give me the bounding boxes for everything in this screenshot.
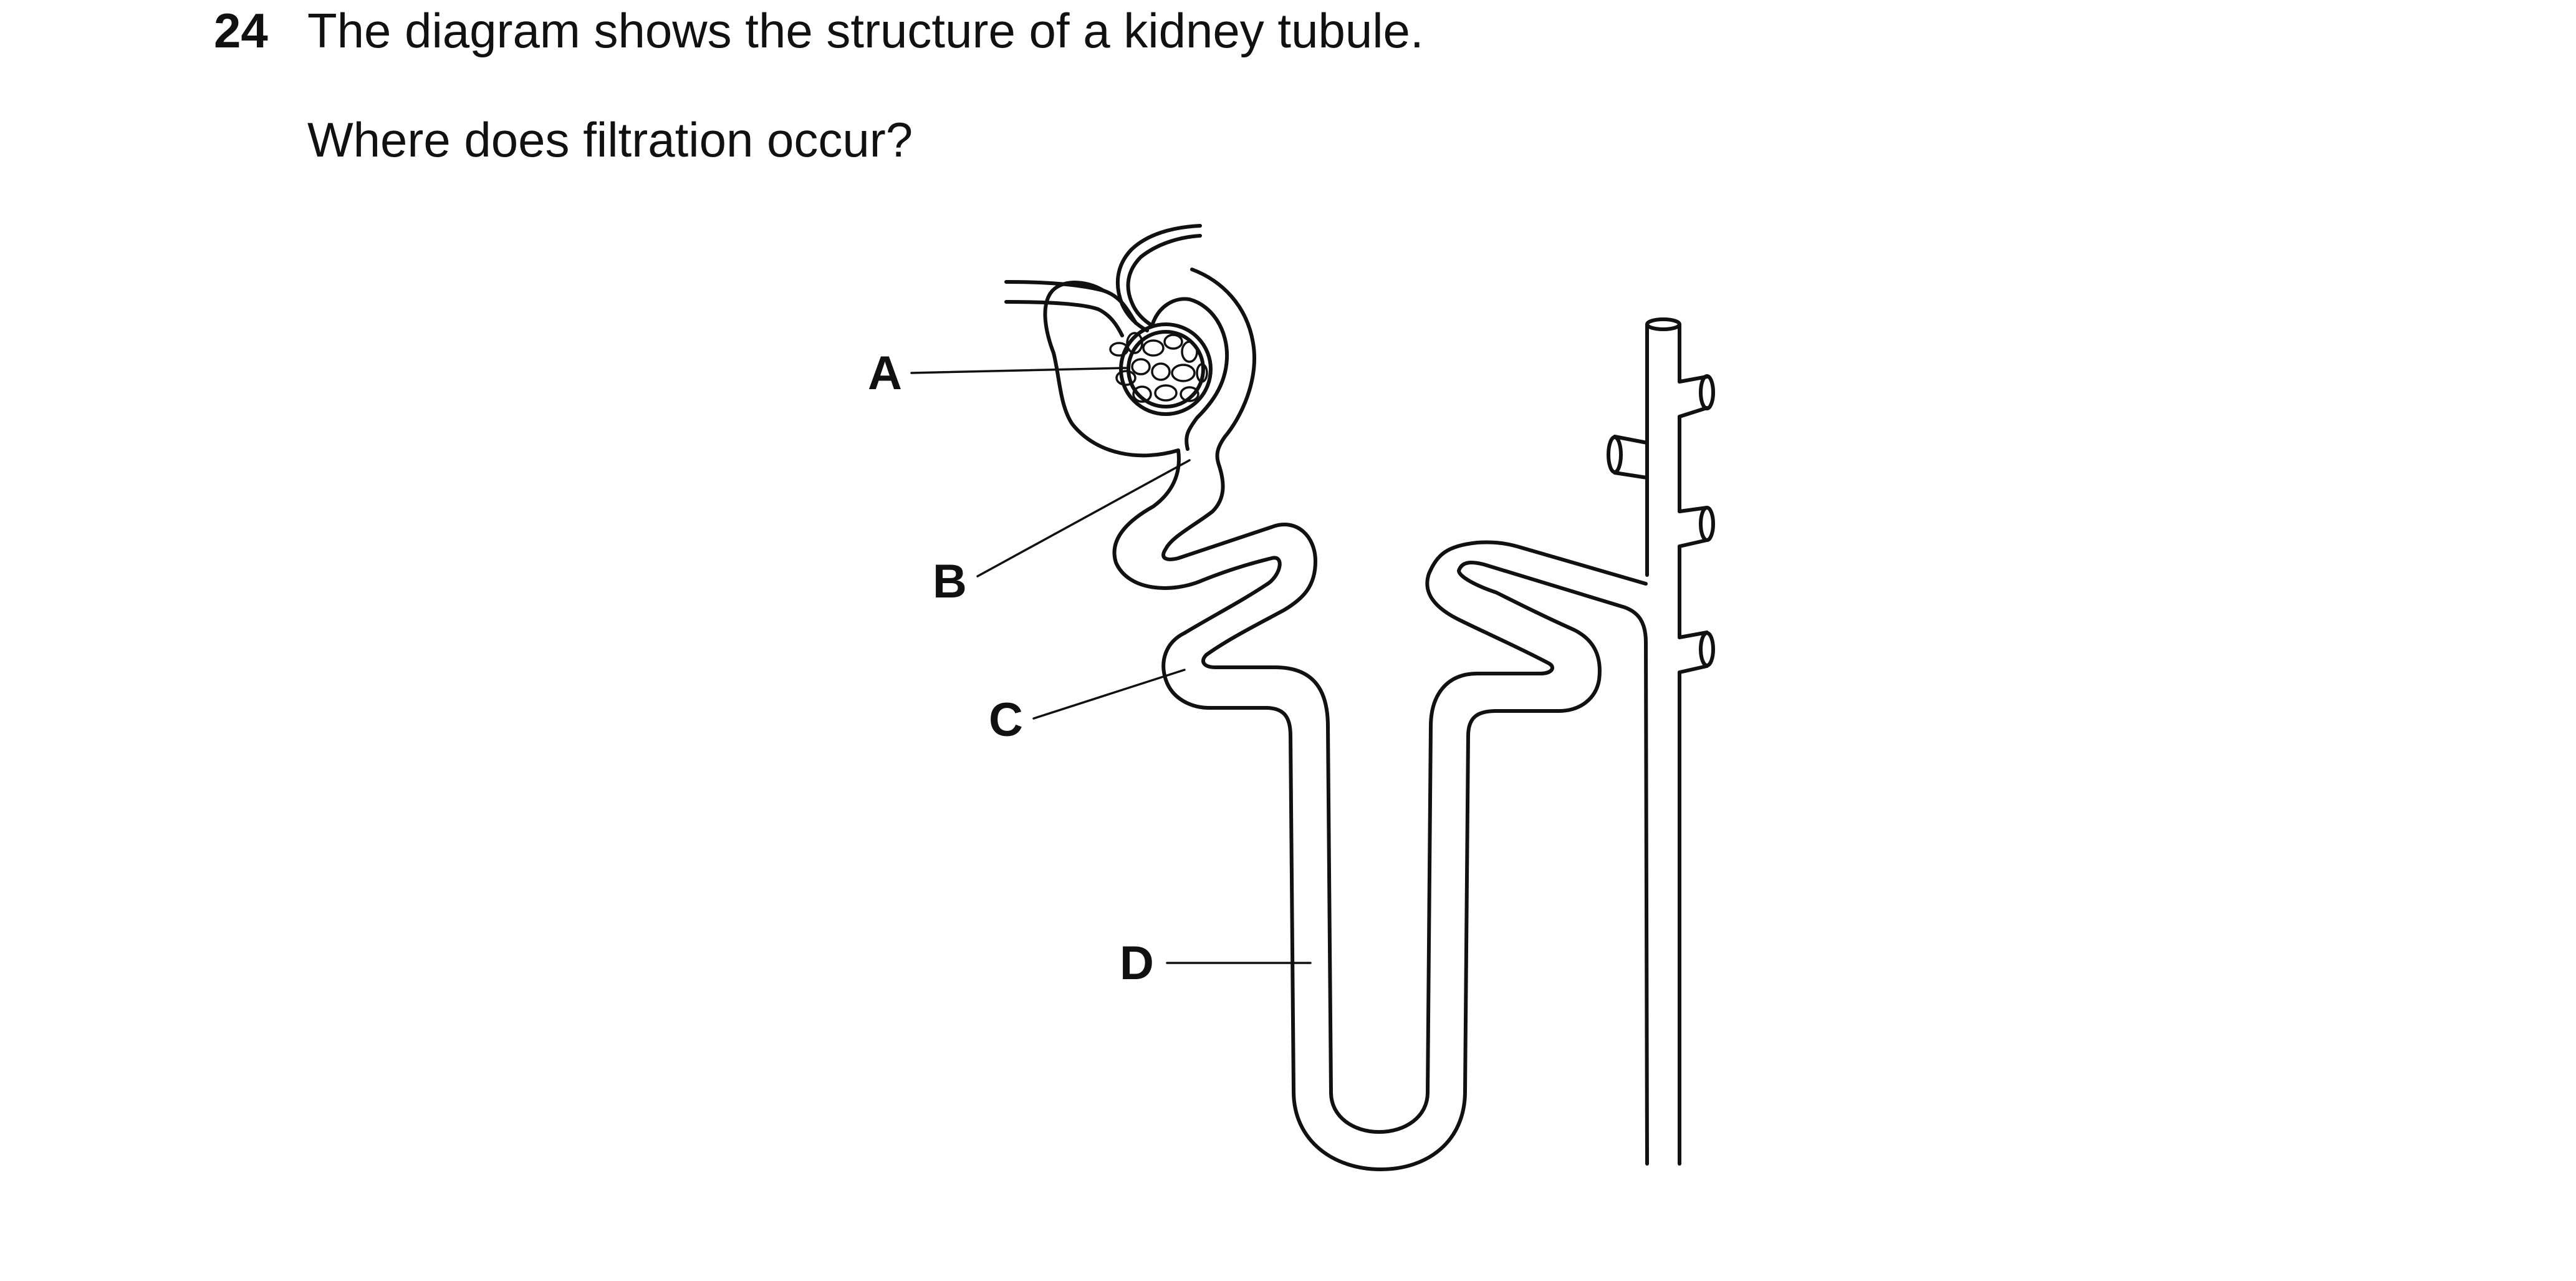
glomerulus-capillaries <box>1109 322 1213 416</box>
label-c: C <box>989 694 1023 747</box>
label-a: A <box>868 347 902 400</box>
diagram-labels: A B C D <box>868 347 1154 990</box>
label-d: D <box>1120 937 1154 990</box>
leader-b <box>976 459 1191 578</box>
label-b: B <box>933 555 967 608</box>
nephron-outer-wall <box>1043 280 1649 1171</box>
collecting-duct <box>1607 317 1715 1166</box>
blood-vessels-glomerulus <box>1004 224 1202 337</box>
question-number: 24 <box>214 3 268 58</box>
question-prompt: Where does filtration occur? <box>307 112 913 167</box>
leader-c <box>1032 669 1186 720</box>
leader-a <box>910 367 1127 374</box>
nephron-inner-wall <box>1161 268 1648 1134</box>
question-stem: The diagram shows the structure of a kid… <box>307 3 1424 58</box>
label-leaders <box>910 367 1312 964</box>
